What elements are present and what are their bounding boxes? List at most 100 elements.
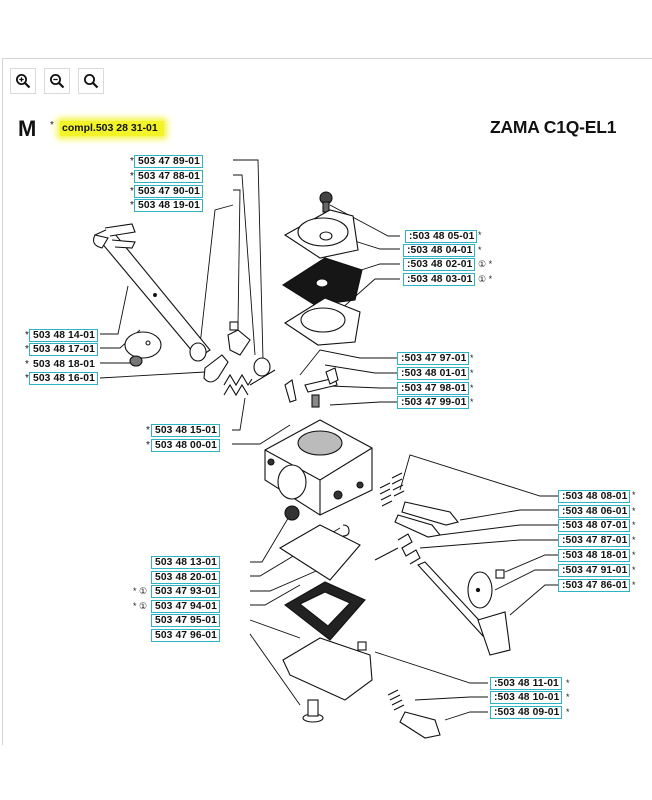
part-label-503-48-00-01[interactable]: 503 48 00-01 <box>151 439 220 452</box>
part-label-503-47-90-01[interactable]: 503 47 90-01 <box>134 185 203 198</box>
part-label-503-47-99-01[interactable]: :503 47 99-01 <box>397 396 470 409</box>
part-label-503-48-04-01[interactable]: :503 48 04-01 <box>403 244 476 257</box>
high-speed-needle <box>401 501 459 526</box>
part-label-503-48-07-01[interactable]: :503 48 07-01 <box>558 519 631 532</box>
part-label-503-47-98-01[interactable]: :503 47 98-01 <box>397 382 470 395</box>
part-label-503-47-88-01[interactable]: 503 47 88-01 <box>134 170 203 183</box>
part-label-503-48-01-01[interactable]: :503 48 01-01 <box>397 367 470 380</box>
part-label-503-47-94-01[interactable]: 503 47 94-01 <box>151 600 220 613</box>
choke-spring <box>223 369 276 397</box>
complete-assembly-label[interactable]: compl.503 28 31-01 <box>60 121 164 136</box>
part-note: * <box>25 359 29 370</box>
part-note: * <box>566 692 570 702</box>
idle-adjust-spring <box>387 689 405 711</box>
zoom-out-button[interactable] <box>44 68 70 94</box>
part-note: * <box>632 535 636 545</box>
part-label-503-48-18-01-r[interactable]: :503 48 18-01 <box>558 549 631 562</box>
zoom-reset-button[interactable] <box>78 68 104 94</box>
low-speed-needle <box>394 514 442 538</box>
part-label-503-48-13-01[interactable]: 503 48 13-01 <box>151 556 220 569</box>
part-label-503-47-86-01[interactable]: :503 47 86-01 <box>558 579 631 592</box>
part-label-503-47-95-01[interactable]: 503 47 95-01 <box>151 614 220 627</box>
part-label-503-48-20-01[interactable]: 503 48 20-01 <box>151 571 220 584</box>
fulcrum-pin <box>325 367 339 385</box>
part-note: * <box>478 230 482 240</box>
choke-screw <box>129 355 143 367</box>
part-label-503-48-09-01[interactable]: :503 48 09-01 <box>490 706 563 719</box>
metering-diaphragm <box>278 524 361 581</box>
part-label-503-48-15-01[interactable]: 503 48 15-01 <box>151 424 220 437</box>
parts-drawings <box>93 191 511 739</box>
part-note: * <box>478 245 482 255</box>
part-note: * <box>632 565 636 575</box>
part-label-503-47-91-01[interactable]: :503 47 91-01 <box>558 564 631 577</box>
part-note: * <box>130 200 134 211</box>
part-note: * <box>130 171 134 182</box>
part-label-503-47-93-01[interactable]: 503 47 93-01 <box>151 585 220 598</box>
filter-screen <box>284 505 300 521</box>
inlet-needle <box>284 379 297 403</box>
part-note: * ① <box>133 586 148 596</box>
lever-plate <box>227 329 251 356</box>
part-label-503-48-08-01[interactable]: :503 48 08-01 <box>558 490 631 503</box>
part-label-503-48-03-01[interactable]: :503 48 03-01 <box>403 273 476 286</box>
circlip <box>342 524 350 537</box>
part-note: * <box>566 707 570 717</box>
throttle-screw <box>495 569 505 579</box>
part-label-503-47-97-01[interactable]: :503 47 97-01 <box>397 352 470 365</box>
adjust-springs <box>379 472 405 507</box>
leader-lines <box>99 159 558 721</box>
bushing-2 <box>253 357 271 377</box>
part-note: * <box>146 425 150 436</box>
part-note: * <box>632 550 636 560</box>
part-label-503-48-10-01[interactable]: :503 48 10-01 <box>490 691 563 704</box>
idle-screw <box>399 711 441 739</box>
part-note: ① * <box>478 274 493 284</box>
part-note: * <box>470 353 474 363</box>
part-label-503-47-87-01[interactable]: :503 47 87-01 <box>558 534 631 547</box>
part-label-503-48-14-01[interactable]: 503 48 14-01 <box>29 329 98 342</box>
part-label-503-48-19-01[interactable]: 503 48 19-01 <box>134 199 203 212</box>
part-note: * <box>566 678 570 688</box>
bushing-1 <box>189 342 207 362</box>
part-label-503-48-05-01[interactable]: :503 48 05-01 <box>405 230 478 243</box>
part-note: * <box>632 520 636 530</box>
magnifier-icon <box>84 74 99 89</box>
cover-screw <box>302 699 324 723</box>
choke-plate <box>124 331 162 359</box>
part-label-503-48-18-01[interactable]: 503 48 18-01 <box>29 358 98 371</box>
metering-cover <box>282 637 373 701</box>
part-label-503-47-96-01[interactable]: 503 47 96-01 <box>151 629 220 642</box>
part-label-503-48-02-01[interactable]: :503 48 02-01 <box>403 258 476 271</box>
pump-screw <box>319 191 333 213</box>
zoom-in-button[interactable] <box>10 68 36 94</box>
part-note: * <box>130 156 134 167</box>
zoom-toolbar <box>10 68 104 94</box>
diagram-title: ZAMA C1Q-EL1 <box>490 117 617 137</box>
part-label-503-47-89-01[interactable]: 503 47 89-01 <box>134 155 203 168</box>
part-label-503-48-16-01[interactable]: 503 48 16-01 <box>29 372 98 385</box>
choke-lever <box>203 354 229 383</box>
metering-spring <box>311 394 320 408</box>
idle-spring <box>374 533 421 565</box>
part-note: * <box>25 330 29 341</box>
part-note: * <box>470 383 474 393</box>
part-note: * <box>146 440 150 451</box>
part-note: * <box>632 490 636 500</box>
plug <box>357 641 367 651</box>
zoom-in-icon <box>16 74 31 89</box>
part-label-503-48-06-01[interactable]: :503 48 06-01 <box>558 505 631 518</box>
part-note: * <box>470 368 474 378</box>
asterisk-note: * <box>50 120 54 131</box>
part-note: * <box>130 186 134 197</box>
choke-shaft <box>93 223 211 359</box>
pin <box>229 321 239 331</box>
part-note: * <box>632 506 636 516</box>
part-label-503-48-11-01[interactable]: :503 48 11-01 <box>490 677 562 690</box>
part-note: * <box>25 373 29 384</box>
part-note: * ① <box>133 601 148 611</box>
part-label-503-48-17-01[interactable]: 503 48 17-01 <box>29 343 98 356</box>
diagram-viewer-frame <box>2 58 652 745</box>
throttle-lever <box>477 611 511 656</box>
